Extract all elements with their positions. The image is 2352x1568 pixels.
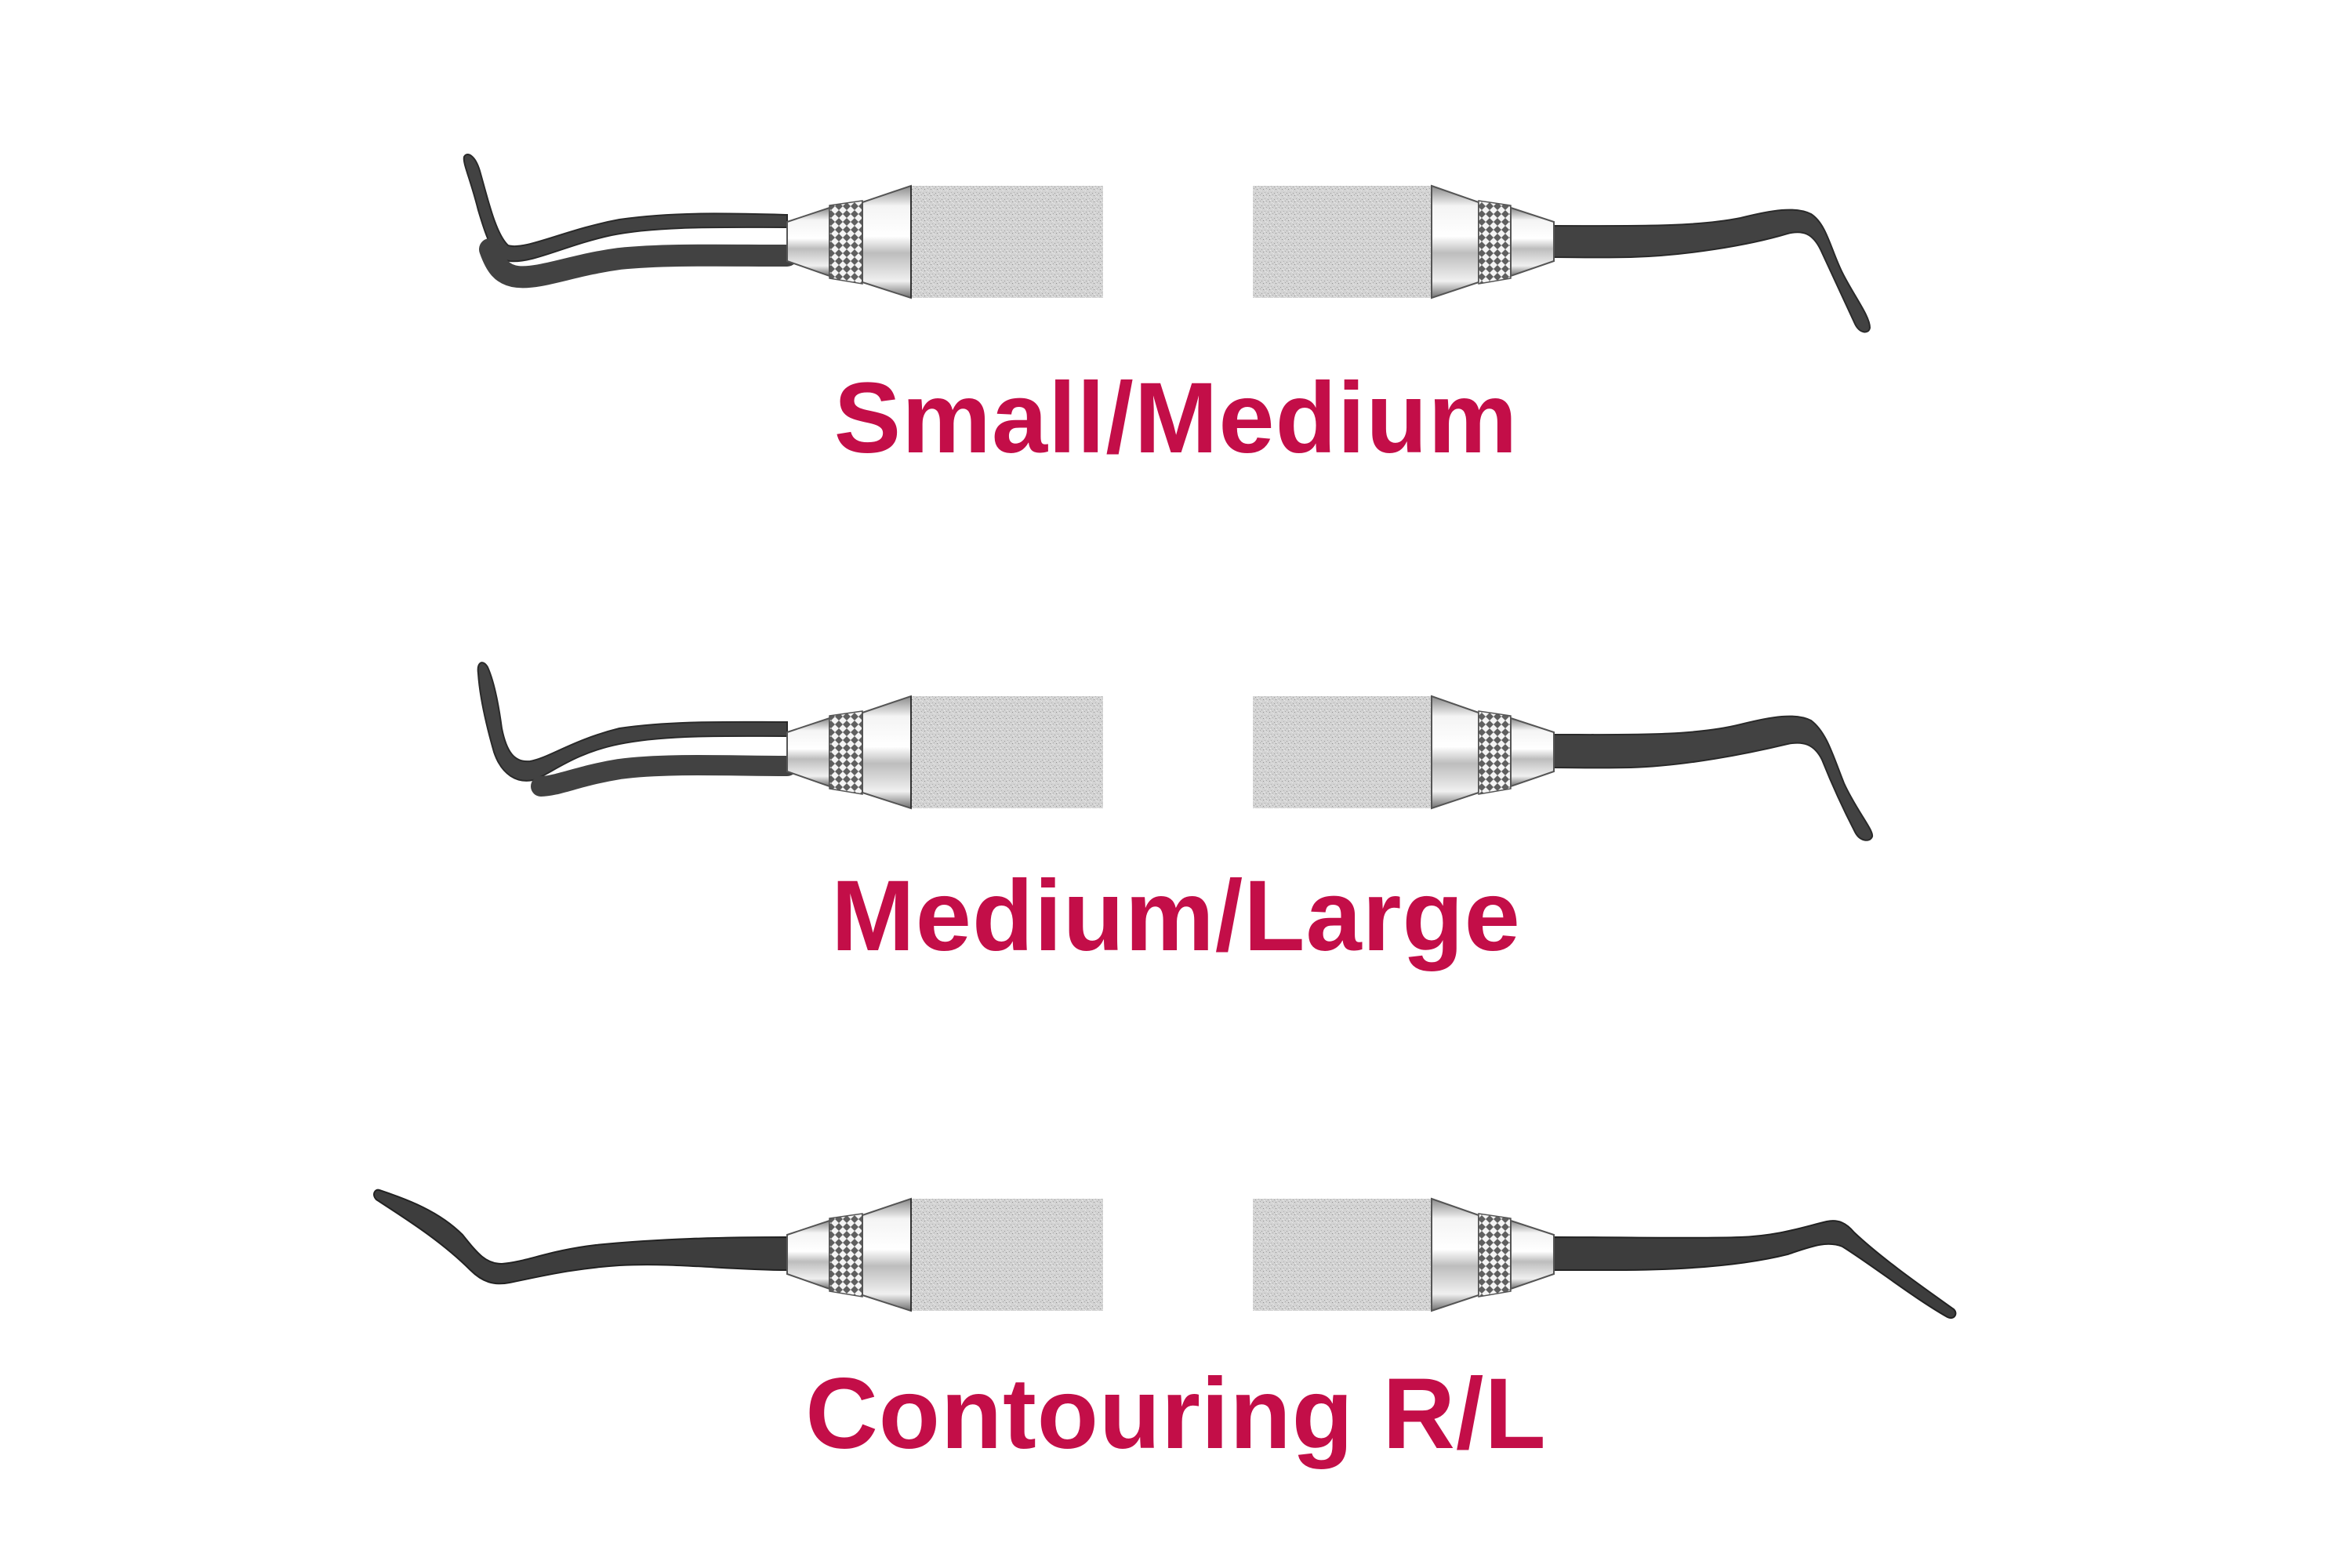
- size-label-medium-large: Medium/Large: [831, 860, 1521, 972]
- right-working-end: [1553, 715, 1874, 841]
- size-label-contouring-rl: Contouring R/L: [805, 1358, 1547, 1470]
- right-working-end: [1553, 209, 1871, 333]
- right-working-end: [1553, 1220, 1957, 1319]
- left-working-end: [373, 1189, 788, 1285]
- instrument-medium-large: [477, 662, 1874, 841]
- instrument-small-medium: [463, 154, 1871, 333]
- left-working-end: [477, 662, 788, 782]
- instrument-contouring-rl: [373, 1189, 1957, 1319]
- size-label-small-medium: Small/Medium: [833, 362, 1519, 474]
